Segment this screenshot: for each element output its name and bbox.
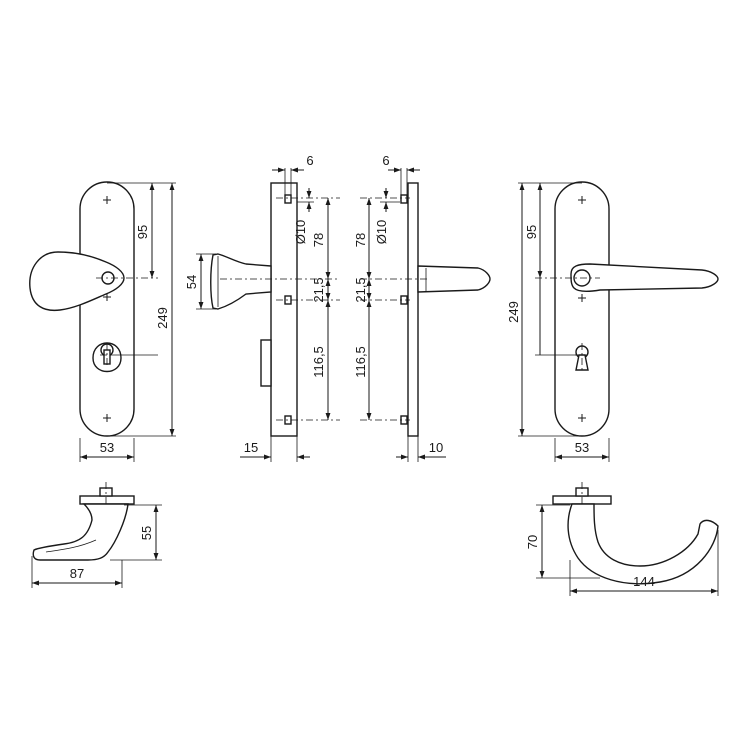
cylinder-side — [260, 339, 272, 387]
dim-front-knob-center-distance: 95 — [135, 225, 150, 239]
front-view-knob-plate: 95 249 53 — [29, 181, 176, 462]
dim-side-knob-spindle-offset: 21,5 — [311, 277, 326, 302]
side-view-lever: 6 Ø10 78 21,5 116,5 10 — [353, 153, 491, 462]
door-lever — [570, 263, 719, 293]
lever-screw-mark-bottom — [578, 414, 586, 422]
lever-pin-top — [400, 194, 408, 204]
dim-side-lever-thickness: 6 — [382, 153, 389, 168]
knob-top-plate — [79, 495, 135, 505]
dim-side-lever-pin-diameter: Ø10 — [374, 220, 389, 245]
dim-side-knob-lower-distance: 116,5 — [311, 346, 326, 378]
door-knob — [29, 251, 125, 312]
backplate — [79, 181, 135, 437]
dim-front-knob-width: 53 — [100, 440, 114, 455]
dim-front-knob-height: 249 — [155, 307, 170, 329]
dim-lever-top-height: 70 — [525, 535, 540, 549]
dim-side-lever-lower-distance: 116,5 — [353, 346, 368, 378]
side-backplate — [270, 182, 298, 437]
dim-side-knob-top-to-spindle: 78 — [311, 233, 326, 247]
lever-screw-mark-top — [578, 196, 586, 204]
lever-backplate — [554, 181, 610, 437]
dim-side-knob-thickness: 6 — [306, 153, 313, 168]
dim-lever-top-length: 144 — [633, 574, 655, 589]
top-view-knob: 55 87 — [31, 482, 162, 588]
lever-screw-mark-middle — [578, 294, 586, 302]
dim-side-lever-top-to-spindle: 78 — [353, 233, 368, 247]
dim-side-knob-height: 54 — [184, 275, 199, 289]
dim-knob-top-height: 55 — [139, 526, 154, 540]
lever-top-profile — [567, 503, 719, 585]
knob-side-profile — [210, 253, 272, 310]
front-view-lever-plate: 95 249 53 — [506, 181, 719, 462]
dim-side-lever-spindle-offset: 21,5 — [353, 277, 368, 302]
screw-mark-bottom — [103, 414, 111, 422]
knob-top-profile — [32, 503, 129, 561]
dim-front-lever-height: 249 — [506, 301, 521, 323]
dim-front-lever-width: 53 — [575, 440, 589, 455]
dim-front-lever-center-distance: 95 — [524, 225, 539, 239]
dim-side-lever-projection: 10 — [429, 440, 443, 455]
side-view-knob: 6 Ø10 78 21,5 116,5 54 15 — [184, 153, 340, 462]
lever-side-profile — [417, 265, 491, 293]
side-backplate-lever — [407, 182, 419, 437]
dim-side-knob-projection: 15 — [244, 440, 258, 455]
dim-side-knob-pin-diameter: Ø10 — [293, 220, 308, 245]
pin-top — [284, 194, 292, 204]
screw-mark-top — [103, 196, 111, 204]
top-view-lever: 70 144 — [525, 482, 719, 596]
dim-knob-top-length: 87 — [70, 566, 84, 581]
